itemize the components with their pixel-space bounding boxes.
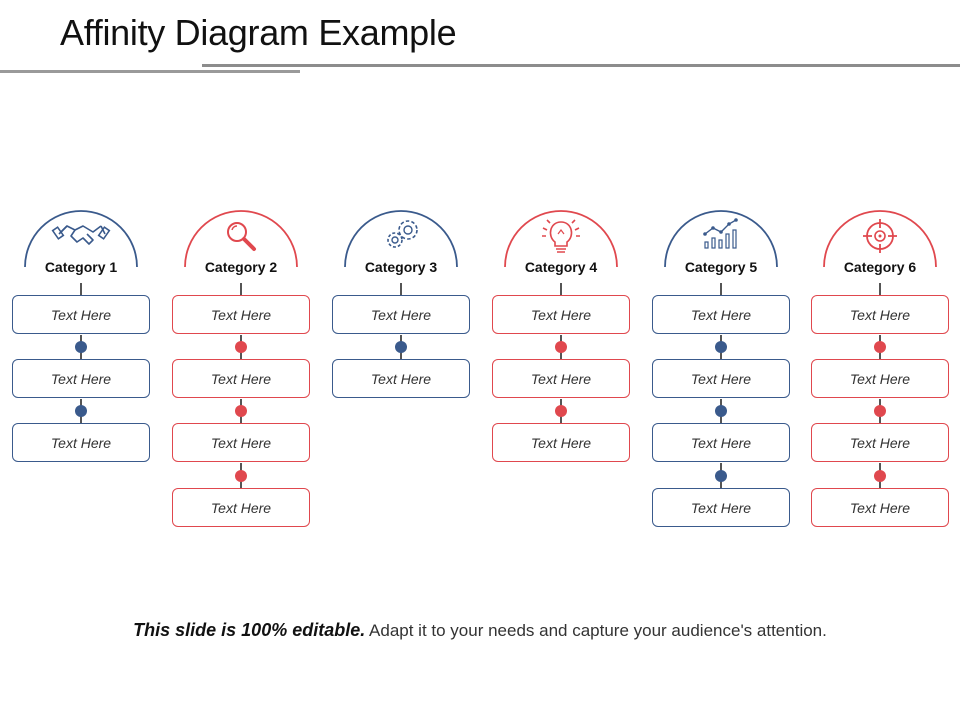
gears-icon: [387, 220, 418, 248]
category-header-arc: [504, 210, 618, 268]
text-box: Text Here: [492, 359, 630, 398]
connector-dot: [235, 341, 247, 353]
category-label: Category 4: [492, 259, 630, 275]
category-label-text: Category 2: [202, 259, 280, 275]
target-icon: [863, 219, 897, 253]
category-label-text: Category 6: [841, 259, 919, 275]
category-header-arc: [823, 210, 937, 268]
connector-dot: [874, 341, 886, 353]
category-header-arc: [344, 210, 458, 268]
connector-dot: [715, 405, 727, 417]
connector-dot: [75, 405, 87, 417]
text-box: Text Here: [332, 359, 470, 398]
category-label: Category 2: [172, 259, 310, 275]
connector-dot: [395, 341, 407, 353]
category-label: Category 5: [652, 259, 790, 275]
connector-dot: [874, 405, 886, 417]
slide-title: Affinity Diagram Example: [60, 12, 457, 53]
text-box: Text Here: [652, 359, 790, 398]
connector-dot: [555, 405, 567, 417]
title-underline-left: [0, 70, 300, 73]
text-box: Text Here: [492, 295, 630, 334]
magnifier-icon: [227, 222, 256, 251]
category-label-text: Category 3: [362, 259, 440, 275]
connector-dot: [75, 341, 87, 353]
connector-dot: [555, 341, 567, 353]
text-box: Text Here: [652, 488, 790, 527]
text-box: Text Here: [332, 295, 470, 334]
category-label-text: Category 1: [42, 259, 120, 275]
text-box: Text Here: [172, 359, 310, 398]
text-box: Text Here: [811, 423, 949, 462]
category-label-text: Category 4: [522, 259, 600, 275]
connector-line: [720, 283, 722, 295]
text-box: Text Here: [652, 295, 790, 334]
category-label: Category 3: [332, 259, 470, 275]
category-header-arc: [664, 210, 778, 268]
connector-line: [400, 283, 402, 295]
text-box: Text Here: [172, 488, 310, 527]
text-box: Text Here: [12, 423, 150, 462]
footer-strong: This slide is 100% editable.: [133, 620, 366, 640]
category-header-arc: [24, 210, 138, 268]
text-box: Text Here: [172, 423, 310, 462]
connector-dot: [874, 469, 886, 482]
connector-line: [80, 283, 82, 295]
connector-dot: [715, 469, 727, 482]
connector-dot: [235, 405, 247, 417]
connector-line: [240, 283, 242, 295]
connector-line: [560, 283, 562, 295]
text-box: Text Here: [12, 295, 150, 334]
growth-chart-icon: [703, 218, 738, 249]
category-label: Category 1: [12, 259, 150, 275]
text-box: Text Here: [811, 359, 949, 398]
connector-dot: [235, 469, 247, 482]
category-label: Category 6: [811, 259, 949, 275]
footer-text: Adapt it to your needs and capture your …: [365, 621, 827, 640]
connector-line: [879, 283, 881, 295]
handshake-icon: [51, 225, 111, 245]
text-box: Text Here: [652, 423, 790, 462]
lightbulb-icon: [542, 219, 580, 253]
text-box: Text Here: [172, 295, 310, 334]
connector-dot: [715, 341, 727, 353]
text-box: Text Here: [492, 423, 630, 462]
footer-note: This slide is 100% editable. Adapt it to…: [0, 620, 960, 641]
title-underline-right: [202, 64, 960, 67]
text-box: Text Here: [811, 488, 949, 527]
text-box: Text Here: [811, 295, 949, 334]
category-label-text: Category 5: [682, 259, 760, 275]
text-box: Text Here: [12, 359, 150, 398]
category-header-arc: [184, 210, 298, 268]
